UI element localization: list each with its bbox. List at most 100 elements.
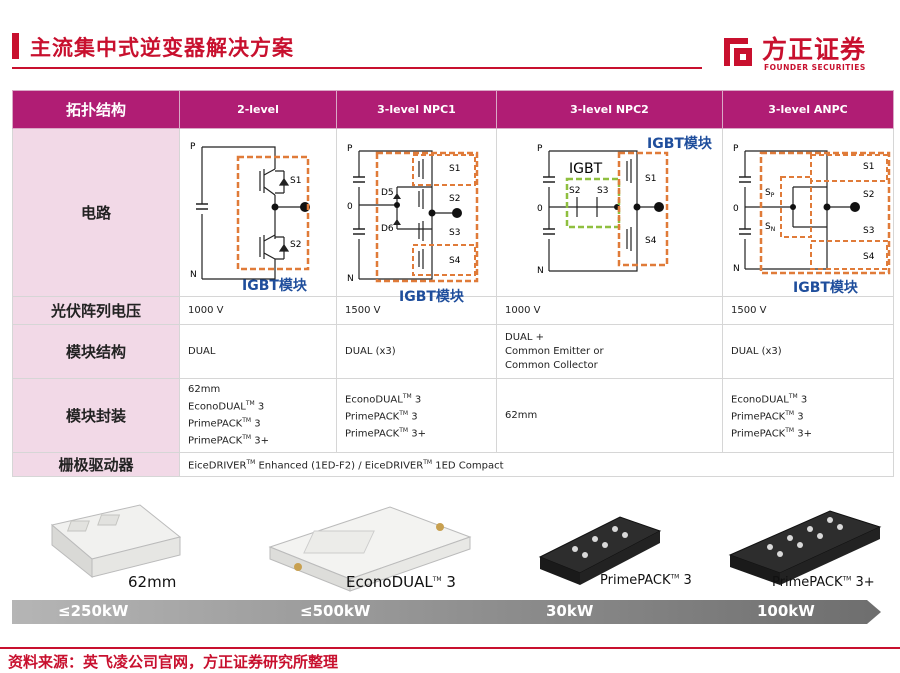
- cell-line: DUAL +: [505, 331, 544, 343]
- cell-line: Common Collector: [505, 359, 598, 371]
- table-header-row: 拓扑结构 2-level 3-level NPC1 3-level NPC2 3…: [12, 90, 894, 129]
- label-s4: S4: [863, 252, 875, 262]
- label-s4: S4: [645, 236, 657, 246]
- cell-line: PrimePACKTM 3+: [731, 427, 813, 440]
- cell-line: PrimePACKTM 3+: [345, 427, 427, 440]
- power-62mm: ≤250kW: [58, 602, 129, 620]
- header-anpc: 3-level ANPC: [722, 90, 894, 129]
- module-primepack3plus-image: [728, 510, 882, 585]
- product-gallery: 62mm EconoDUALTM 3 PrimePACKTM 3 PrimePA…: [0, 497, 900, 597]
- label-zero: 0: [733, 204, 739, 214]
- circuit-2-level: P N S1 S2 IGBT模块: [179, 128, 337, 297]
- power-range-bar: [12, 600, 881, 624]
- circuit-2-level-diagram: P N S1 S2: [190, 142, 310, 280]
- gate-driver-row: 栅极驱动器 EiceDRIVERTM Enhanced (1ED-F2) / E…: [12, 452, 894, 477]
- row-label-circuit: 电路: [12, 128, 180, 297]
- row-label-pv-voltage: 光伏阵列电压: [12, 296, 180, 325]
- label-p: P: [190, 142, 196, 152]
- label-n: N: [537, 266, 544, 276]
- cell-line: PrimePACKTM 3: [188, 416, 261, 430]
- label-sp-sub: P: [771, 192, 775, 199]
- circuit-npc1-diagram: P 0 N D5 D6 S1 S2 S3 S4: [347, 144, 479, 284]
- label-n: N: [733, 264, 740, 274]
- label-p: P: [347, 144, 353, 154]
- header-2-level: 2-level: [179, 90, 337, 129]
- label-s1: S1: [290, 176, 301, 186]
- label-s2: S2: [569, 186, 580, 196]
- label-p: P: [733, 144, 739, 154]
- circuit-npc2-diagram: P 0 N S2 S3 S1 S4 IGBT: [537, 144, 669, 276]
- founder-logo-mark-icon: [724, 38, 752, 66]
- label-s2: S2: [863, 190, 874, 200]
- gate-driver-cell: EiceDRIVERTM Enhanced (1ED-F2) / EiceDRI…: [179, 452, 894, 477]
- label-n: N: [347, 274, 354, 284]
- circuit-row: 电路 P N: [12, 128, 894, 304]
- company-logo: 方正证券 FOUNDER SECURITIES: [718, 30, 888, 74]
- label-sn-sub: N: [771, 226, 776, 233]
- cell-line: Common Emitter or: [505, 345, 604, 357]
- label-igbt: IGBT: [569, 161, 603, 177]
- pv-voltage-cell: 1500 V: [722, 296, 894, 325]
- igbt-module-label: IGBT模块: [399, 289, 464, 305]
- header-npc1: 3-level NPC1: [336, 90, 497, 129]
- label-s3: S3: [863, 226, 874, 236]
- cell-line: EconoDUALTM 3: [188, 399, 265, 412]
- module-package-cell: 62mm: [496, 378, 723, 453]
- header-npc2: 3-level NPC2: [496, 90, 723, 129]
- logo-chinese-name: 方正证券: [762, 35, 867, 64]
- pv-voltage-cell: 1500 V: [336, 296, 497, 325]
- label-sp: S: [765, 188, 771, 198]
- label-s2: S2: [449, 194, 460, 204]
- pv-voltage-cell: 1000 V: [179, 296, 337, 325]
- page-title: 主流集中式逆变器解决方案: [30, 36, 294, 60]
- circuit-anpc-diagram: P 0 N SP SN S1 S2 S3 S4: [733, 144, 891, 275]
- module-structure-row: 模块结构 DUAL DUAL (x3) DUAL + Common Emitte…: [12, 324, 894, 379]
- cell-line: PrimePACKTM 3+: [188, 434, 270, 447]
- module-package-cell: 62mm EconoDUALTM 3 PrimePACKTM 3 PrimePA…: [179, 378, 337, 453]
- topology-table: 拓扑结构 2-level 3-level NPC1 3-level NPC2 3…: [12, 90, 894, 477]
- label-p: P: [537, 144, 543, 154]
- label-s2: S2: [290, 240, 301, 250]
- product-label-62mm: 62mm: [128, 573, 177, 591]
- power-econodual: ≤500kW: [300, 602, 371, 620]
- module-structure-cell: DUAL + Common Emitter or Common Collecto…: [496, 324, 723, 379]
- cell-line: DUAL: [188, 345, 216, 357]
- label-s1: S1: [449, 164, 460, 174]
- product-label-primepack3: PrimePACKTM 3: [600, 573, 692, 588]
- label-d5: D5: [381, 188, 394, 198]
- source-note: 资料来源：英飞凌公司官网，方正证券研究所整理: [8, 653, 339, 671]
- power-primepack3: 30kW: [546, 602, 594, 620]
- module-structure-cell: DUAL (x3): [336, 324, 497, 379]
- row-label-gate-driver: 栅极驱动器: [12, 452, 180, 477]
- module-econodual-image: [268, 506, 472, 592]
- row-label-module-package: 模块封装: [12, 378, 180, 453]
- igbt-module-label: IGBT模块: [647, 136, 712, 152]
- cell-line: EconoDUALTM 3: [731, 392, 808, 405]
- label-sn: S: [765, 222, 771, 232]
- module-primepack3-image: [538, 516, 662, 585]
- footer-divider: [0, 647, 900, 649]
- label-s1: S1: [863, 162, 874, 172]
- cell-line: EconoDUALTM 3: [345, 392, 422, 405]
- label-zero: 0: [347, 202, 353, 212]
- module-package-row: 模块封装 62mm EconoDUALTM 3 PrimePACKTM 3 Pr…: [12, 378, 894, 453]
- header-topology: 拓扑结构: [12, 90, 180, 129]
- row-label-module-structure: 模块结构: [12, 324, 180, 379]
- cell-line: PrimePACKTM 3: [731, 409, 804, 423]
- label-s3: S3: [449, 228, 460, 238]
- svg-text:SP: SP: [765, 188, 775, 199]
- module-structure-cell: DUAL: [179, 324, 337, 379]
- igbt-module-label: IGBT模块: [242, 278, 307, 294]
- circuit-anpc: P 0 N SP SN S1 S2 S3 S4 IGBT模块: [722, 128, 894, 297]
- power-primepack3plus: 100kW: [757, 602, 815, 620]
- product-images: [50, 504, 882, 592]
- logo-english-name: FOUNDER SECURITIES: [764, 63, 866, 72]
- module-package-cell: EconoDUALTM 3 PrimePACKTM 3 PrimePACKTM …: [336, 378, 497, 453]
- label-n: N: [190, 270, 197, 280]
- module-structure-cell: DUAL (x3): [722, 324, 894, 379]
- circuit-npc2: P 0 N S2 S3 S1 S4 IGBT IGBT模块: [496, 128, 723, 297]
- label-s4: S4: [449, 256, 461, 266]
- cell-line: PrimePACKTM 3: [345, 409, 418, 423]
- module-package-cell: EconoDUALTM 3 PrimePACKTM 3 PrimePACKTM …: [722, 378, 894, 453]
- label-d6: D6: [381, 224, 394, 234]
